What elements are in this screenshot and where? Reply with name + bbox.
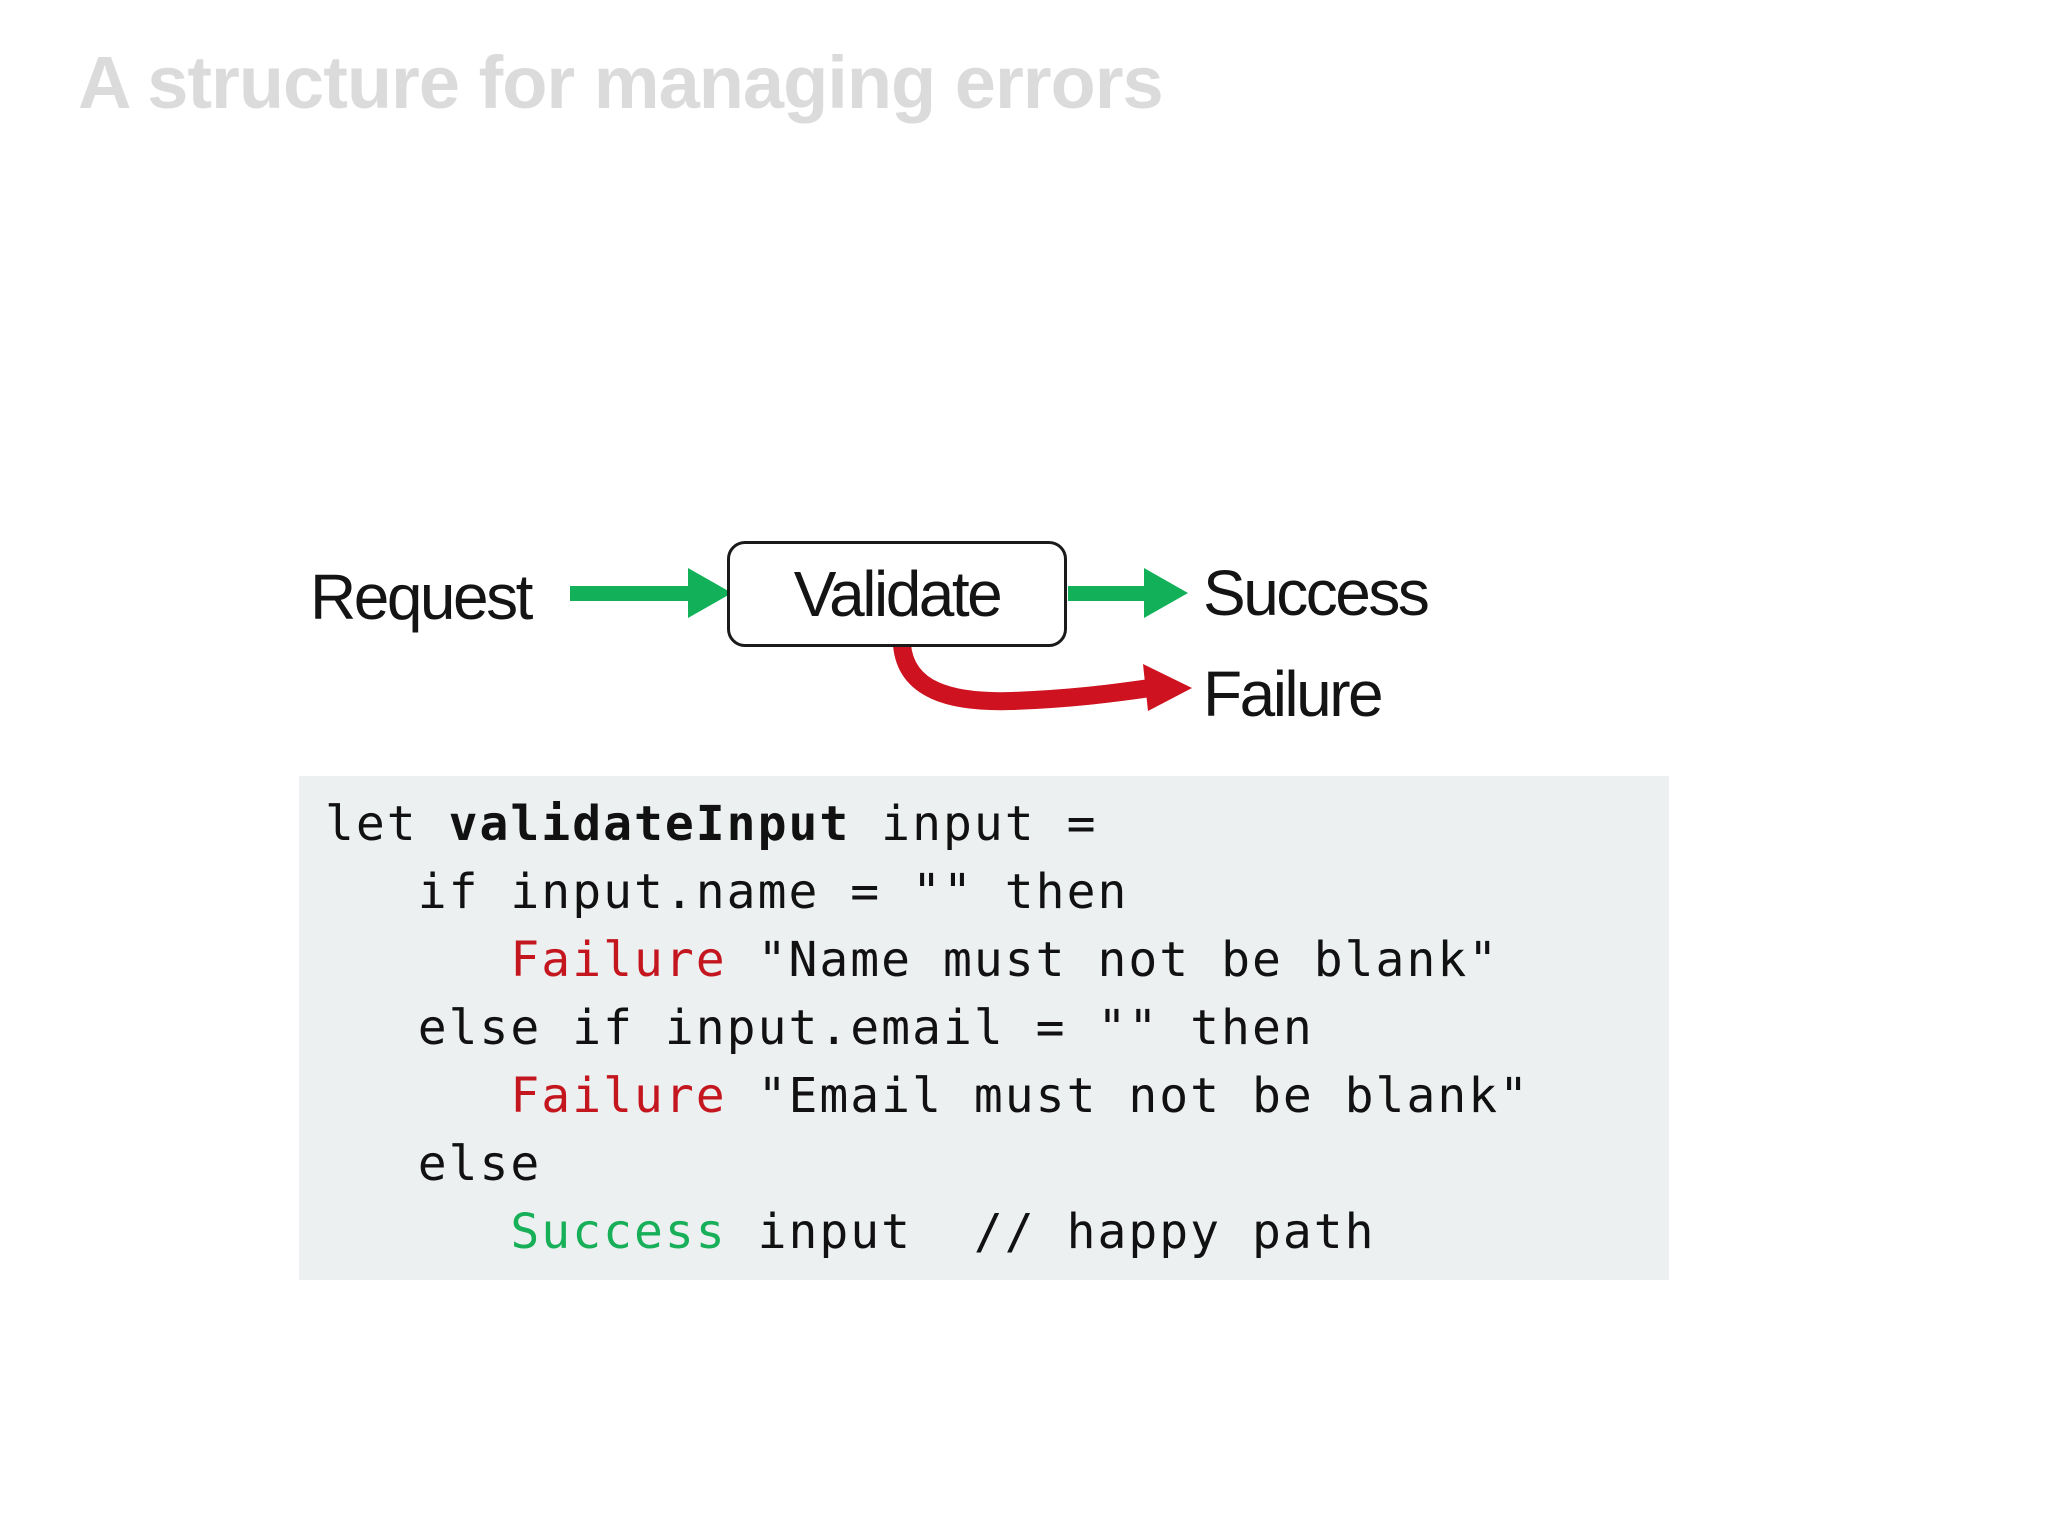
code-function-name: validateInput xyxy=(448,796,851,852)
code-text: "Email must not be blank" xyxy=(726,1068,1531,1124)
success-label: Success xyxy=(1203,557,1430,629)
code-text: "Name must not be blank" xyxy=(726,932,1500,988)
code-failure-keyword: Failure xyxy=(510,932,727,988)
code-text: input = xyxy=(850,796,1098,852)
code-line: Failure "Name must not be blank" xyxy=(325,926,1669,994)
validate-to-success-arrow xyxy=(1068,568,1188,618)
code-line: else xyxy=(325,1130,1669,1198)
validate-to-failure-arrow xyxy=(893,643,1192,711)
code-success-keyword: Success xyxy=(510,1204,727,1260)
code-line: if input.name = "" then xyxy=(325,858,1669,926)
code-text: else xyxy=(325,1136,542,1192)
code-block: let validateInput input = if input.name … xyxy=(299,776,1669,1280)
code-line: let validateInput input = xyxy=(325,790,1669,858)
code-text: else if input.email = "" then xyxy=(325,1000,1314,1056)
failure-label: Failure xyxy=(1203,658,1384,730)
code-line: Success input // happy path xyxy=(325,1198,1669,1266)
request-label: Request xyxy=(310,561,533,633)
validate-label: Validate xyxy=(793,558,1003,630)
request-to-validate-arrow xyxy=(570,568,732,618)
code-text xyxy=(325,1204,510,1260)
code-line: Failure "Email must not be blank" xyxy=(325,1062,1669,1130)
code-text: let xyxy=(325,796,449,852)
code-text xyxy=(325,1068,510,1124)
code-text: input // happy path xyxy=(726,1204,1376,1260)
code-line: else if input.email = "" then xyxy=(325,994,1669,1062)
slide-title: A structure for managing errors xyxy=(78,41,1164,124)
code-text xyxy=(325,932,510,988)
validate-box: Validate xyxy=(727,541,1067,647)
code-text: if input.name = "" then xyxy=(325,864,1129,920)
code-failure-keyword: Failure xyxy=(510,1068,727,1124)
